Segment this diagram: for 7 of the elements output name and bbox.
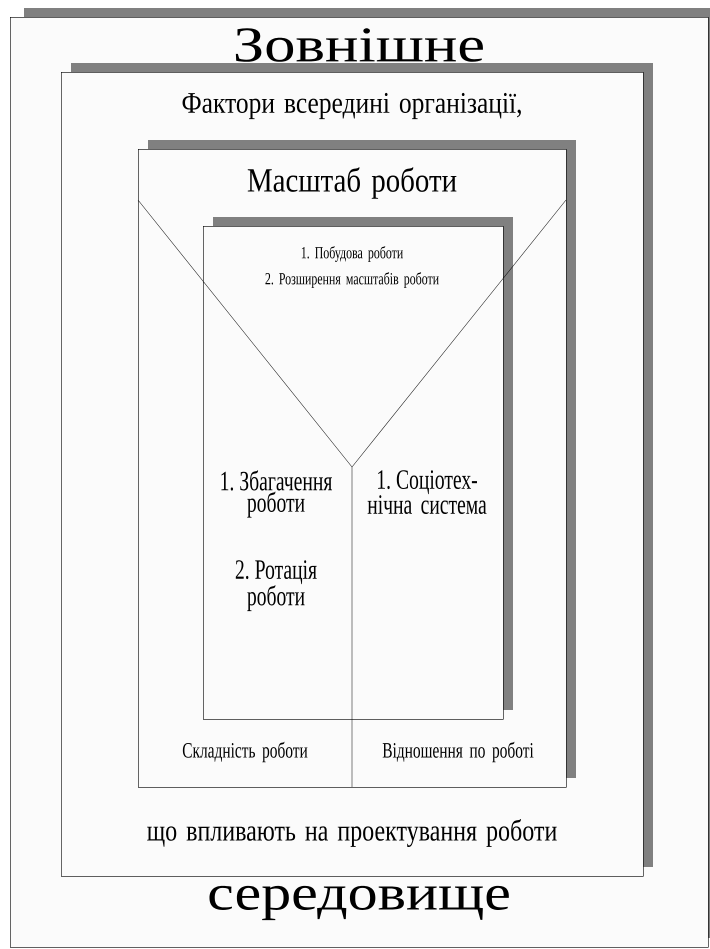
heading: Зовнішне <box>236 28 483 62</box>
label-text: середовище <box>209 886 509 920</box>
label-text: Відношення по роботі <box>382 742 534 762</box>
label-text: що впливають на проектування роботи <box>147 819 557 847</box>
heading: Масштаб роботи <box>248 167 456 199</box>
label-text: Складність роботи <box>182 742 308 762</box>
heading: Фактори всередині організації, <box>182 92 521 120</box>
